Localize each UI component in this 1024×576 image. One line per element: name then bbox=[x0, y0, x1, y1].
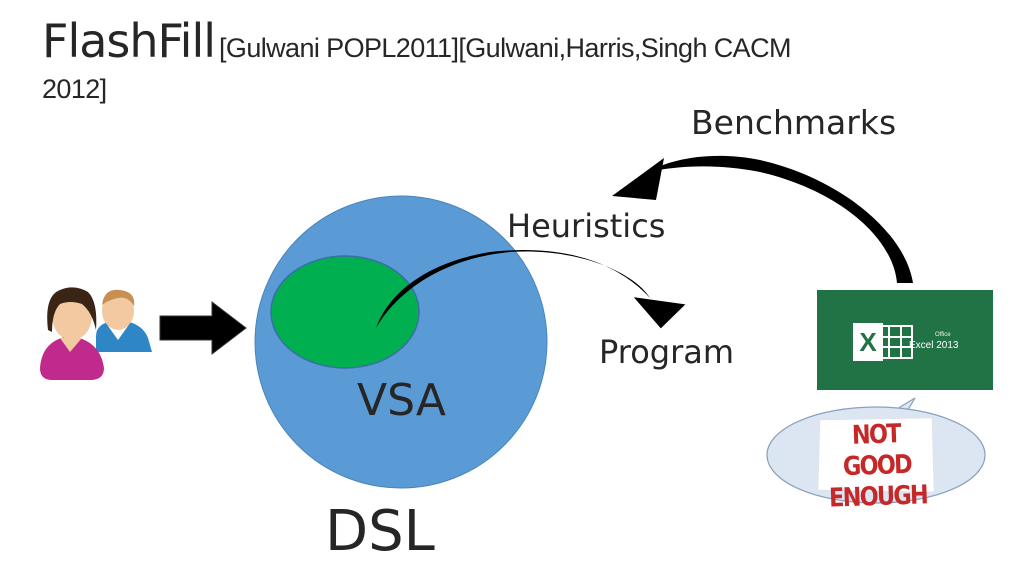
heuristics-arrow bbox=[376, 249, 686, 329]
bubble-line-2: ENOUGH bbox=[828, 480, 928, 514]
page-title: FlashFill [Gulwani POPL2011][Gulwani,Har… bbox=[42, 18, 972, 103]
heuristics-label: Heuristics bbox=[507, 207, 666, 245]
benchmarks-label: Benchmarks bbox=[691, 103, 897, 142]
bubble-text: NOT GOOD ENOUGH bbox=[820, 418, 935, 515]
excel-office-label: Office bbox=[935, 332, 951, 338]
right-arrow-icon bbox=[159, 300, 247, 356]
excel-product-label: Excel 2013 bbox=[909, 340, 959, 351]
bubble-line-1: NOT GOOD bbox=[842, 419, 912, 483]
title-citation: [Gulwani POPL2011][Gulwani,Harris,Singh … bbox=[219, 33, 791, 63]
vsa-ellipse bbox=[270, 255, 420, 369]
dsl-label: DSL bbox=[325, 499, 435, 564]
users-icon bbox=[40, 287, 152, 380]
program-label: Program bbox=[599, 333, 735, 371]
title-main: FlashFill bbox=[42, 14, 216, 68]
vsa-label: VSA bbox=[357, 375, 446, 426]
benchmarks-arrow bbox=[612, 155, 913, 283]
title-citation-year: 2012] bbox=[42, 74, 107, 104]
excel-letter: X bbox=[853, 323, 883, 361]
speech-bubble-icon bbox=[766, 397, 986, 504]
excel-icon: X Office Excel 2013 bbox=[817, 290, 993, 390]
